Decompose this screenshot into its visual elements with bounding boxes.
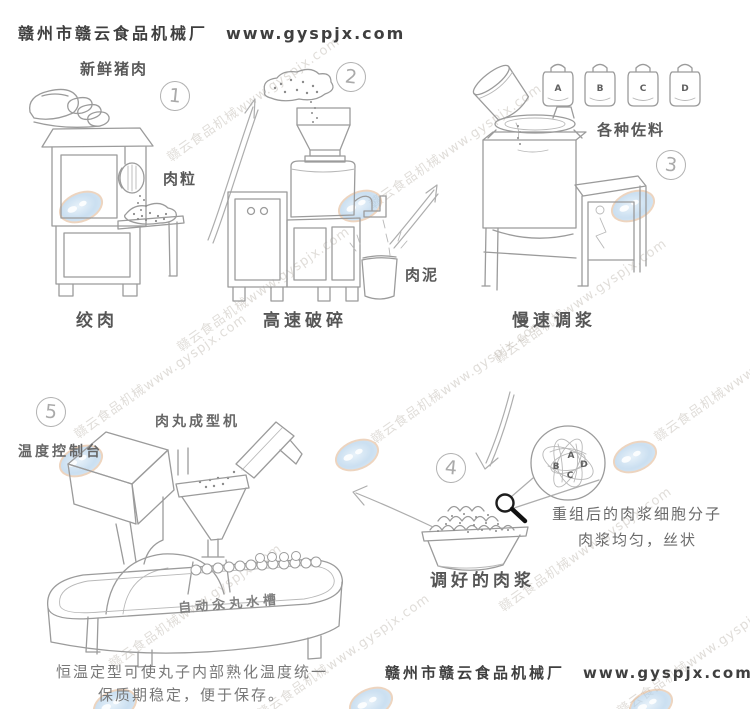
label-seasonings: 各种佐料 — [597, 121, 666, 139]
falling-paste-dots — [198, 470, 236, 489]
company-name: 赣州市赣云食品机械厂 — [385, 664, 566, 682]
magnifier-icon — [497, 495, 526, 522]
cell-letter-a: A — [568, 451, 575, 461]
cell-letter-c: C — [567, 471, 574, 481]
mixer-body — [482, 107, 646, 290]
watermark-text: 赣云食品机械www.gyspjx.com — [651, 314, 750, 446]
arrow-down — [468, 385, 523, 480]
arrow-up-right-1 — [198, 95, 270, 250]
jar-letter-b: B — [597, 84, 604, 94]
step-number-1: 1 — [158, 79, 192, 113]
arrow-up-right-2 — [382, 180, 450, 255]
gy-logo-watermark — [344, 680, 398, 709]
company-name: 赣州市赣云食品机械厂 — [18, 24, 209, 43]
paste-speckles — [437, 513, 509, 533]
paste-basin-illustration: A D B C — [408, 418, 658, 583]
paste-pouring-container — [236, 422, 302, 478]
cooking-trough — [48, 560, 343, 667]
magnifier-connector-lines — [511, 478, 599, 508]
caption-crushing: 高速破碎 — [263, 311, 347, 331]
logo-highlight — [368, 695, 378, 704]
pouring-bucket — [470, 61, 534, 139]
label-meat-granules: 肉粒 — [163, 170, 198, 188]
paste-description-line1: 重组后的肉浆细胞分子 — [552, 505, 723, 523]
pork-slices-illustration — [20, 82, 112, 134]
label-forming-machine: 肉丸成型机 — [155, 414, 240, 430]
website-url: www.gyspjx.com — [583, 664, 750, 682]
logo-highlight — [648, 697, 658, 706]
crusher-body — [228, 69, 407, 301]
jar-letter-d: D — [681, 84, 688, 94]
jar-letter-c: C — [640, 84, 647, 94]
footer-note-line2: 保质期稳定，便于保存。 — [98, 686, 286, 704]
label-fresh-pork: 新鲜猪肉 — [80, 60, 149, 78]
paste-description-line2: 肉浆均匀，丝状 — [578, 531, 698, 549]
caption-slow-mixing: 慢速调浆 — [512, 311, 596, 331]
cell-structure-circle — [531, 426, 605, 500]
footer-note-line1: 恒温定型可使丸子内部熟化温度统一 — [56, 663, 329, 681]
logo-highlight — [356, 700, 369, 709]
watermark-text: 赣云食品机械www.gyspjx.com — [614, 588, 750, 709]
caption-grinding: 绞肉 — [76, 311, 118, 331]
caption-mixed-paste: 调好的肉浆 — [430, 571, 535, 591]
arrow-left — [343, 482, 438, 537]
label-temperature-console: 温度控制台 — [18, 444, 103, 460]
meat-grinder-illustration — [28, 126, 190, 310]
meat-particles-dots — [132, 195, 168, 223]
label-meat-paste: 肉泥 — [405, 266, 440, 284]
cell-letter-d: D — [580, 460, 587, 470]
jar-letter-a: A — [555, 84, 562, 94]
logo-highlight — [636, 702, 649, 709]
meat-blob-dots — [273, 78, 319, 123]
paste-basin — [422, 507, 528, 571]
forming-machine-illustration — [28, 412, 373, 667]
header: 赣州市赣云食品机械厂 www.gyspjx.com — [18, 20, 405, 44]
cell-letter-b: B — [553, 462, 560, 472]
forming-machine-body — [86, 448, 249, 654]
website-url: www.gyspjx.com — [226, 24, 406, 43]
meatballs-in-trough — [191, 552, 321, 576]
crusher-illustration — [213, 68, 408, 308]
mixer-illustration: A B C D — [458, 60, 710, 300]
grinder-body — [42, 128, 184, 296]
footer-company: 赣州市赣云食品机械厂 www.gyspjx.com — [385, 662, 750, 683]
seasoning-jars — [543, 65, 700, 107]
control-console-box — [68, 432, 174, 564]
